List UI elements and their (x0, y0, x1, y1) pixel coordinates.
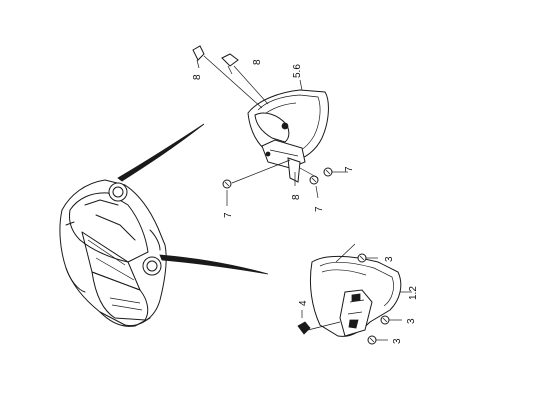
callout-upper-screw-right: 7 (344, 166, 355, 172)
callout-lower-lamp: 1.2 (408, 286, 419, 300)
callout-upper-lamp: 5.6 (292, 64, 303, 78)
callout-lower-nut: 4 (298, 300, 309, 306)
callout-lower-screw-right: 3 (406, 318, 417, 324)
indicator-line-upper (117, 123, 205, 182)
upper-lamp-assembly (192, 45, 348, 206)
callout-upper-clip-left: 8 (192, 74, 203, 80)
callout-lower-screw-bottom: 3 (392, 338, 403, 344)
callout-lower-screw-top: 3 (384, 256, 395, 262)
callout-upper-screw-lower: 7 (314, 206, 325, 212)
lower-lamp-assembly (297, 243, 412, 345)
callout-upper-bracket: 8 (291, 194, 302, 200)
vehicle-illustration (59, 179, 167, 327)
callout-upper-screw-left: 7 (223, 212, 234, 218)
indicator-line-lower (159, 254, 269, 275)
callout-upper-clip-right: 8 (252, 59, 263, 65)
